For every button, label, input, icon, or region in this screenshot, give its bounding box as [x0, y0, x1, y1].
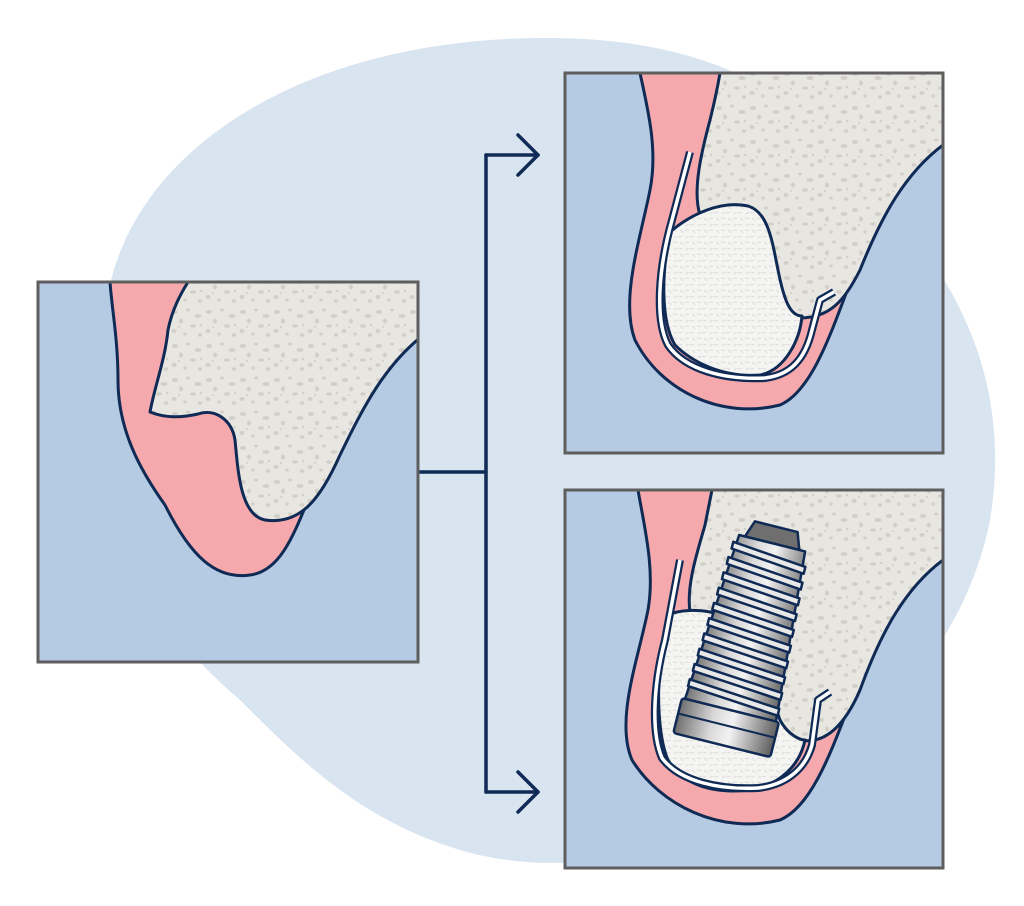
- bone-graft: [662, 203, 804, 377]
- panel-implant: [563, 488, 945, 870]
- branch-connector: [416, 153, 488, 794]
- arrow-to-implant: [484, 770, 540, 814]
- bone: [148, 282, 418, 523]
- panel-graft: [563, 71, 945, 455]
- arrow-to-graft: [484, 133, 540, 177]
- implant-screw: [672, 520, 807, 758]
- dental-implant-icon: [624, 490, 943, 826]
- panel-before: [36, 280, 420, 664]
- bone-graft-membrane-icon: [628, 73, 943, 411]
- bone-defect-icon: [108, 282, 418, 578]
